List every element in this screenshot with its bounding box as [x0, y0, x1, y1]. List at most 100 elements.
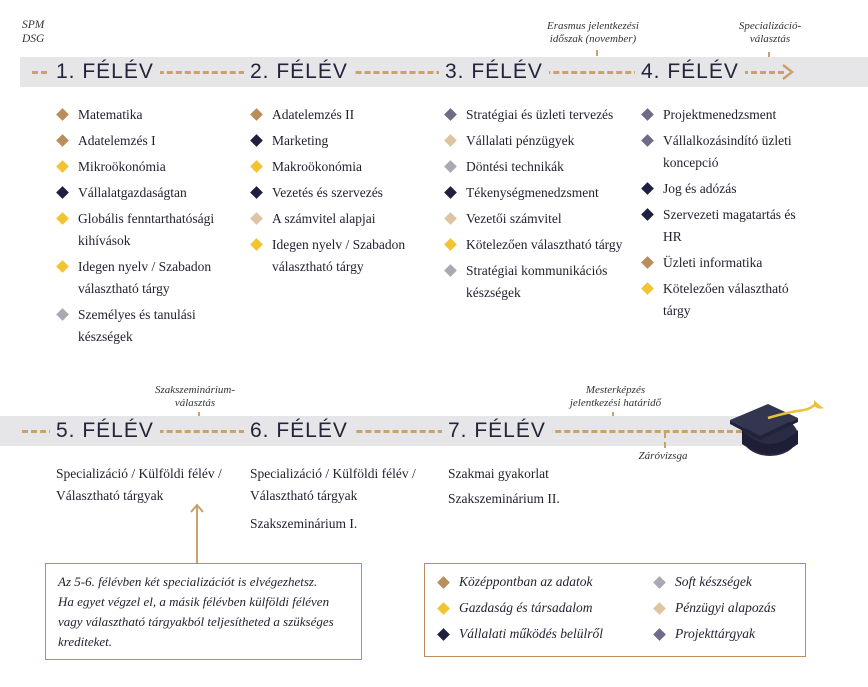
legend-label: Pénzügyi alapozás — [675, 600, 776, 615]
course-item: Jog és adózás — [641, 178, 811, 200]
diamond-icon — [641, 208, 654, 221]
course-label: Adatelemzés I — [78, 133, 156, 148]
course-label: Üzleti informatika — [663, 255, 763, 270]
semester-6-label: 6. FÉLÉV — [244, 416, 354, 446]
diamond-icon — [444, 212, 457, 225]
legend-item-projekt: Projekttárgyak — [653, 626, 755, 642]
course-label: Projektmenedzsment — [663, 107, 777, 122]
seminar-note-line2: választás — [174, 397, 216, 409]
diamond-icon — [444, 238, 457, 251]
diamond-icon — [56, 308, 69, 321]
course-item: Vezetés és szervezés — [250, 182, 435, 204]
course-label: Vezetés és szervezés — [272, 185, 383, 200]
diamond-icon — [56, 260, 69, 273]
course-item: Marketing — [250, 130, 435, 152]
info-line4: krediteket. — [58, 634, 113, 649]
course-item: Kötelezően választható tárgy — [641, 278, 811, 322]
masters-deadline-note: Mesterképzés jelentkezési határidő — [548, 384, 683, 410]
course-item: Adatelemzés II — [250, 104, 435, 126]
semester-7-text: Szakmai gyakorlat Szakszeminárium II. — [448, 463, 560, 510]
diamond-icon — [250, 160, 263, 173]
course-item: Vállalatgazdaságtan — [56, 182, 241, 204]
course-label: Makroökonómia — [272, 159, 362, 174]
course-label: Kötelezően választható tárgy — [466, 237, 623, 252]
legend-item-kozeppontban: Középpontban az adatok — [437, 574, 593, 590]
timeline-dash-top — [32, 71, 784, 74]
diamond-icon — [250, 212, 263, 225]
course-item: Személyes és tanulási készségek — [56, 304, 241, 348]
course-label: Döntési technikák — [466, 159, 564, 174]
course-item: Globális fenntarthatósági kihívások — [56, 208, 241, 252]
specialization-note-line1: Specializáció- — [738, 20, 802, 32]
course-item: Vezetői számvitel — [444, 208, 634, 230]
course-label: Stratégiai és üzleti tervezés — [466, 107, 614, 122]
semester-6-line2: Választható tárgyak — [250, 488, 358, 503]
program-tag-line1: SPM — [22, 19, 45, 31]
diamond-icon — [641, 108, 654, 121]
program-tag-line2: DSG — [22, 33, 45, 45]
legend-item-gazdasag: Gazdaság és társadalom — [437, 600, 593, 616]
diamond-icon — [444, 264, 457, 277]
semester-4-label: 4. FÉLÉV — [635, 57, 745, 87]
course-item: Adatelemzés I — [56, 130, 241, 152]
semester-5-line1: Specializáció / Külföldi félév / — [56, 466, 222, 481]
course-label: Vállalatgazdaságtan — [78, 185, 187, 200]
course-label: Szervezeti magatartás és HR — [663, 207, 796, 244]
diamond-icon — [250, 238, 263, 251]
semester-1-label: 1. FÉLÉV — [50, 57, 160, 87]
course-label: Vezetői számvitel — [466, 211, 562, 226]
seminar-note-line1: Szakszeminárium- — [154, 384, 236, 396]
course-label: Kötelezően választható tárgy — [663, 281, 789, 318]
semester-7-line1: Szakmai gyakorlat — [448, 466, 549, 481]
legend-item-vallalati: Vállalati működés belülről — [437, 626, 603, 642]
course-item: Vállalkozásindító üzleti koncepció — [641, 130, 811, 174]
semester-7-line2: Szakszeminárium II. — [448, 491, 560, 506]
diamond-icon — [444, 108, 457, 121]
graduation-cap-icon — [730, 400, 824, 456]
specialization-note-line2: választás — [749, 33, 791, 45]
diamond-icon — [641, 282, 654, 295]
semester-3-label: 3. FÉLÉV — [439, 57, 549, 87]
course-item: Mikroökonómia — [56, 156, 241, 178]
course-label: Személyes és tanulási készségek — [78, 307, 196, 344]
diamond-icon — [444, 160, 457, 173]
course-label: Vállalkozásindító üzleti koncepció — [663, 133, 792, 170]
course-item: Idegen nyelv / Szabadon választható tárg… — [56, 256, 241, 300]
course-label: Stratégiai kommunikációs készségek — [466, 263, 608, 300]
legend-label: Középpontban az adatok — [459, 574, 593, 589]
course-item: Vállalati pénzügyek — [444, 130, 634, 152]
course-item: Projektmenedzsment — [641, 104, 811, 126]
erasmus-note-line1: Erasmus jelentkezési — [547, 20, 639, 32]
erasmus-note: Erasmus jelentkezési időszak (november) — [528, 20, 658, 46]
course-item: Tékenységmenedzsment — [444, 182, 634, 204]
diamond-icon — [444, 134, 457, 147]
semester-7-label: 7. FÉLÉV — [442, 416, 552, 446]
course-label: Adatelemzés II — [272, 107, 355, 122]
course-label: Matematika — [78, 107, 143, 122]
course-item: Idegen nyelv / Szabadon választható tárg… — [250, 234, 435, 278]
course-label: A számvitel alapjai — [272, 211, 376, 226]
info-arrow-icon — [190, 503, 204, 564]
diamond-icon — [56, 186, 69, 199]
diamond-icon — [56, 134, 69, 147]
course-item: Stratégiai kommunikációs készségek — [444, 260, 634, 304]
course-item: A számvitel alapjai — [250, 208, 435, 230]
course-label: Idegen nyelv / Szabadon választható tárg… — [78, 259, 212, 296]
timeline-dash-bottom — [22, 430, 742, 433]
diamond-icon — [250, 186, 263, 199]
semester-6-text: Specializáció / Külföldi félév / Választ… — [250, 463, 416, 535]
course-item: Szervezeti magatartás és HR — [641, 204, 811, 248]
course-item: Stratégiai és üzleti tervezés — [444, 104, 634, 126]
semester-5-label: 5. FÉLÉV — [50, 416, 160, 446]
timeline-arrow-icon — [782, 64, 795, 80]
specialization-info-box: Az 5-6. félévben két specializációt is e… — [45, 563, 362, 660]
legend-label: Soft készségek — [675, 574, 752, 589]
info-text: Az 5-6. félévben két specializációt is e… — [58, 572, 334, 652]
course-label: Idegen nyelv / Szabadon választható tárg… — [272, 237, 406, 274]
erasmus-note-line2: időszak (november) — [549, 33, 637, 45]
info-line1: Az 5-6. félévben két specializációt is e… — [58, 574, 318, 589]
course-item: Matematika — [56, 104, 241, 126]
masters-note-line1: Mesterképzés — [585, 384, 646, 396]
